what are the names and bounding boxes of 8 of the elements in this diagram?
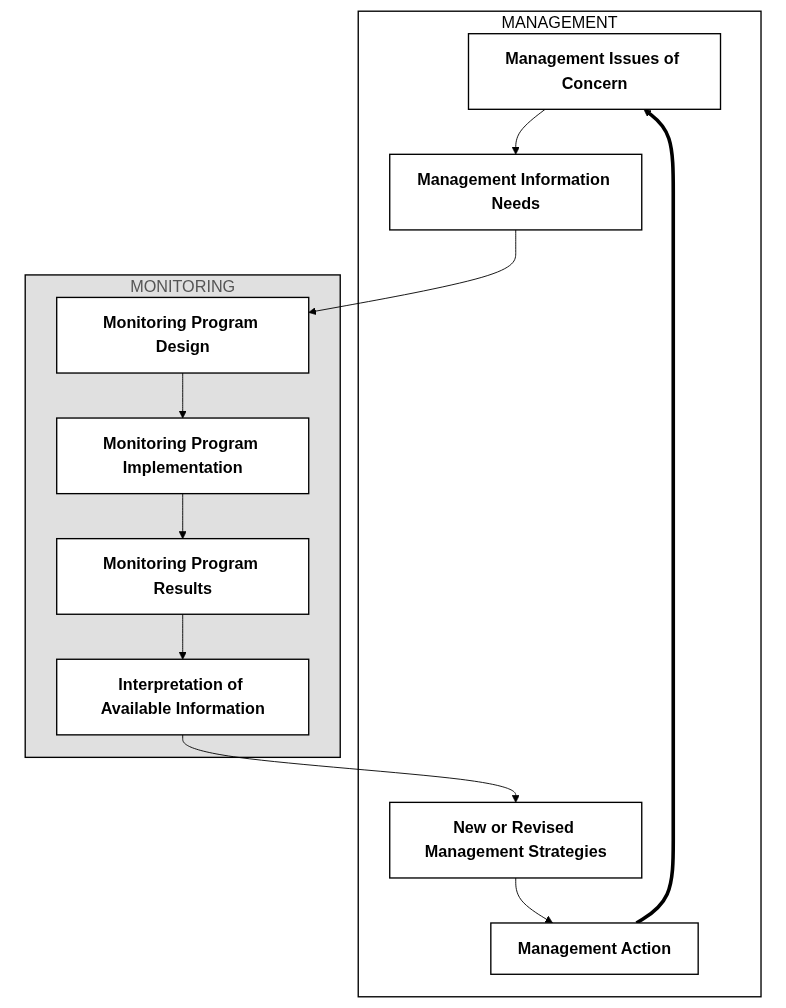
node-box: Management Action [490, 922, 699, 975]
node-box: New or Revised Management Strategies [388, 801, 643, 879]
node-box: Monitoring Program Results [55, 537, 310, 615]
node-box: Management Information Needs [388, 153, 643, 231]
node-box: Monitoring Program Implementation [55, 417, 310, 495]
node-box: Management Issues of Concern [467, 33, 722, 110]
node-box: Monitoring Program Design [55, 296, 310, 374]
node-box: Interpretation of Available Information [55, 658, 310, 736]
